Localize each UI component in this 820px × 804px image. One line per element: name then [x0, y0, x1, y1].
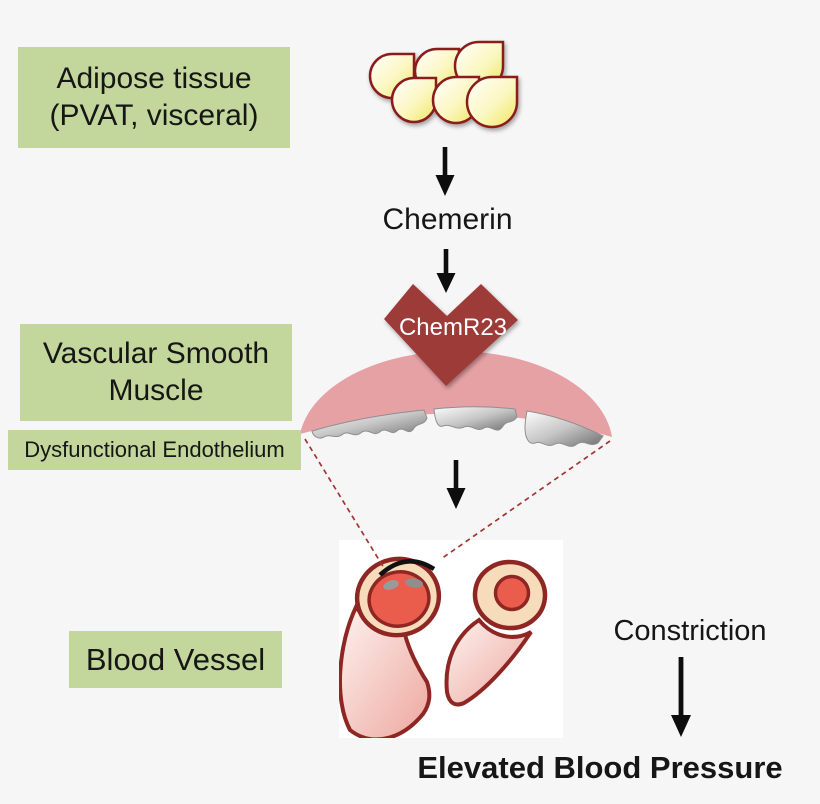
- adipose-tissue-line2: (PVAT, visceral): [49, 98, 259, 132]
- de-text: Dysfunctional Endothelium: [24, 436, 285, 462]
- adipose-tissue-line1: Adipose tissue: [56, 61, 252, 95]
- vsm-line1: Vascular Smooth: [42, 336, 270, 370]
- down-arrow-icon: [435, 147, 455, 196]
- dashed-callout-lines: [304, 438, 611, 569]
- down-arrow-icon: [671, 657, 691, 737]
- magnified-region-arc-icon: [378, 559, 436, 577]
- elevated-blood-pressure-label: Elevated Blood Pressure: [417, 750, 783, 785]
- dysfunctional-endothelium-label: Dysfunctional Endothelium: [8, 430, 301, 470]
- down-arrow-icon: [436, 249, 456, 293]
- endothelium-fragment-icon: [383, 580, 399, 590]
- bv-text: Blood Vessel: [85, 641, 266, 677]
- adipocyte-icon: [390, 76, 438, 124]
- dilated-vessel-icon: [339, 556, 442, 738]
- chemr23-label: ChemR23: [398, 314, 508, 341]
- adipocyte-cluster-icon: [368, 40, 519, 129]
- adipocyte-icon: [465, 75, 519, 129]
- constriction-label: Constriction: [613, 615, 767, 647]
- endothelium-fragment-icon: [405, 578, 423, 588]
- endothelium-strips-icon: [311, 406, 604, 447]
- chemerin-label: Chemerin: [382, 203, 513, 236]
- vsm-line2: Muscle: [108, 373, 204, 407]
- constricted-vessel-icon: [444, 559, 548, 707]
- chemr23-receptor-icon: [384, 284, 518, 386]
- down-arrow-icon: [446, 460, 466, 509]
- blood-vessel-label: Blood Vessel: [69, 631, 282, 688]
- adipose-tissue-label: Adipose tissue (PVAT, visceral): [18, 47, 290, 148]
- vascular-smooth-muscle-label: Vascular Smooth Muscle: [20, 324, 292, 421]
